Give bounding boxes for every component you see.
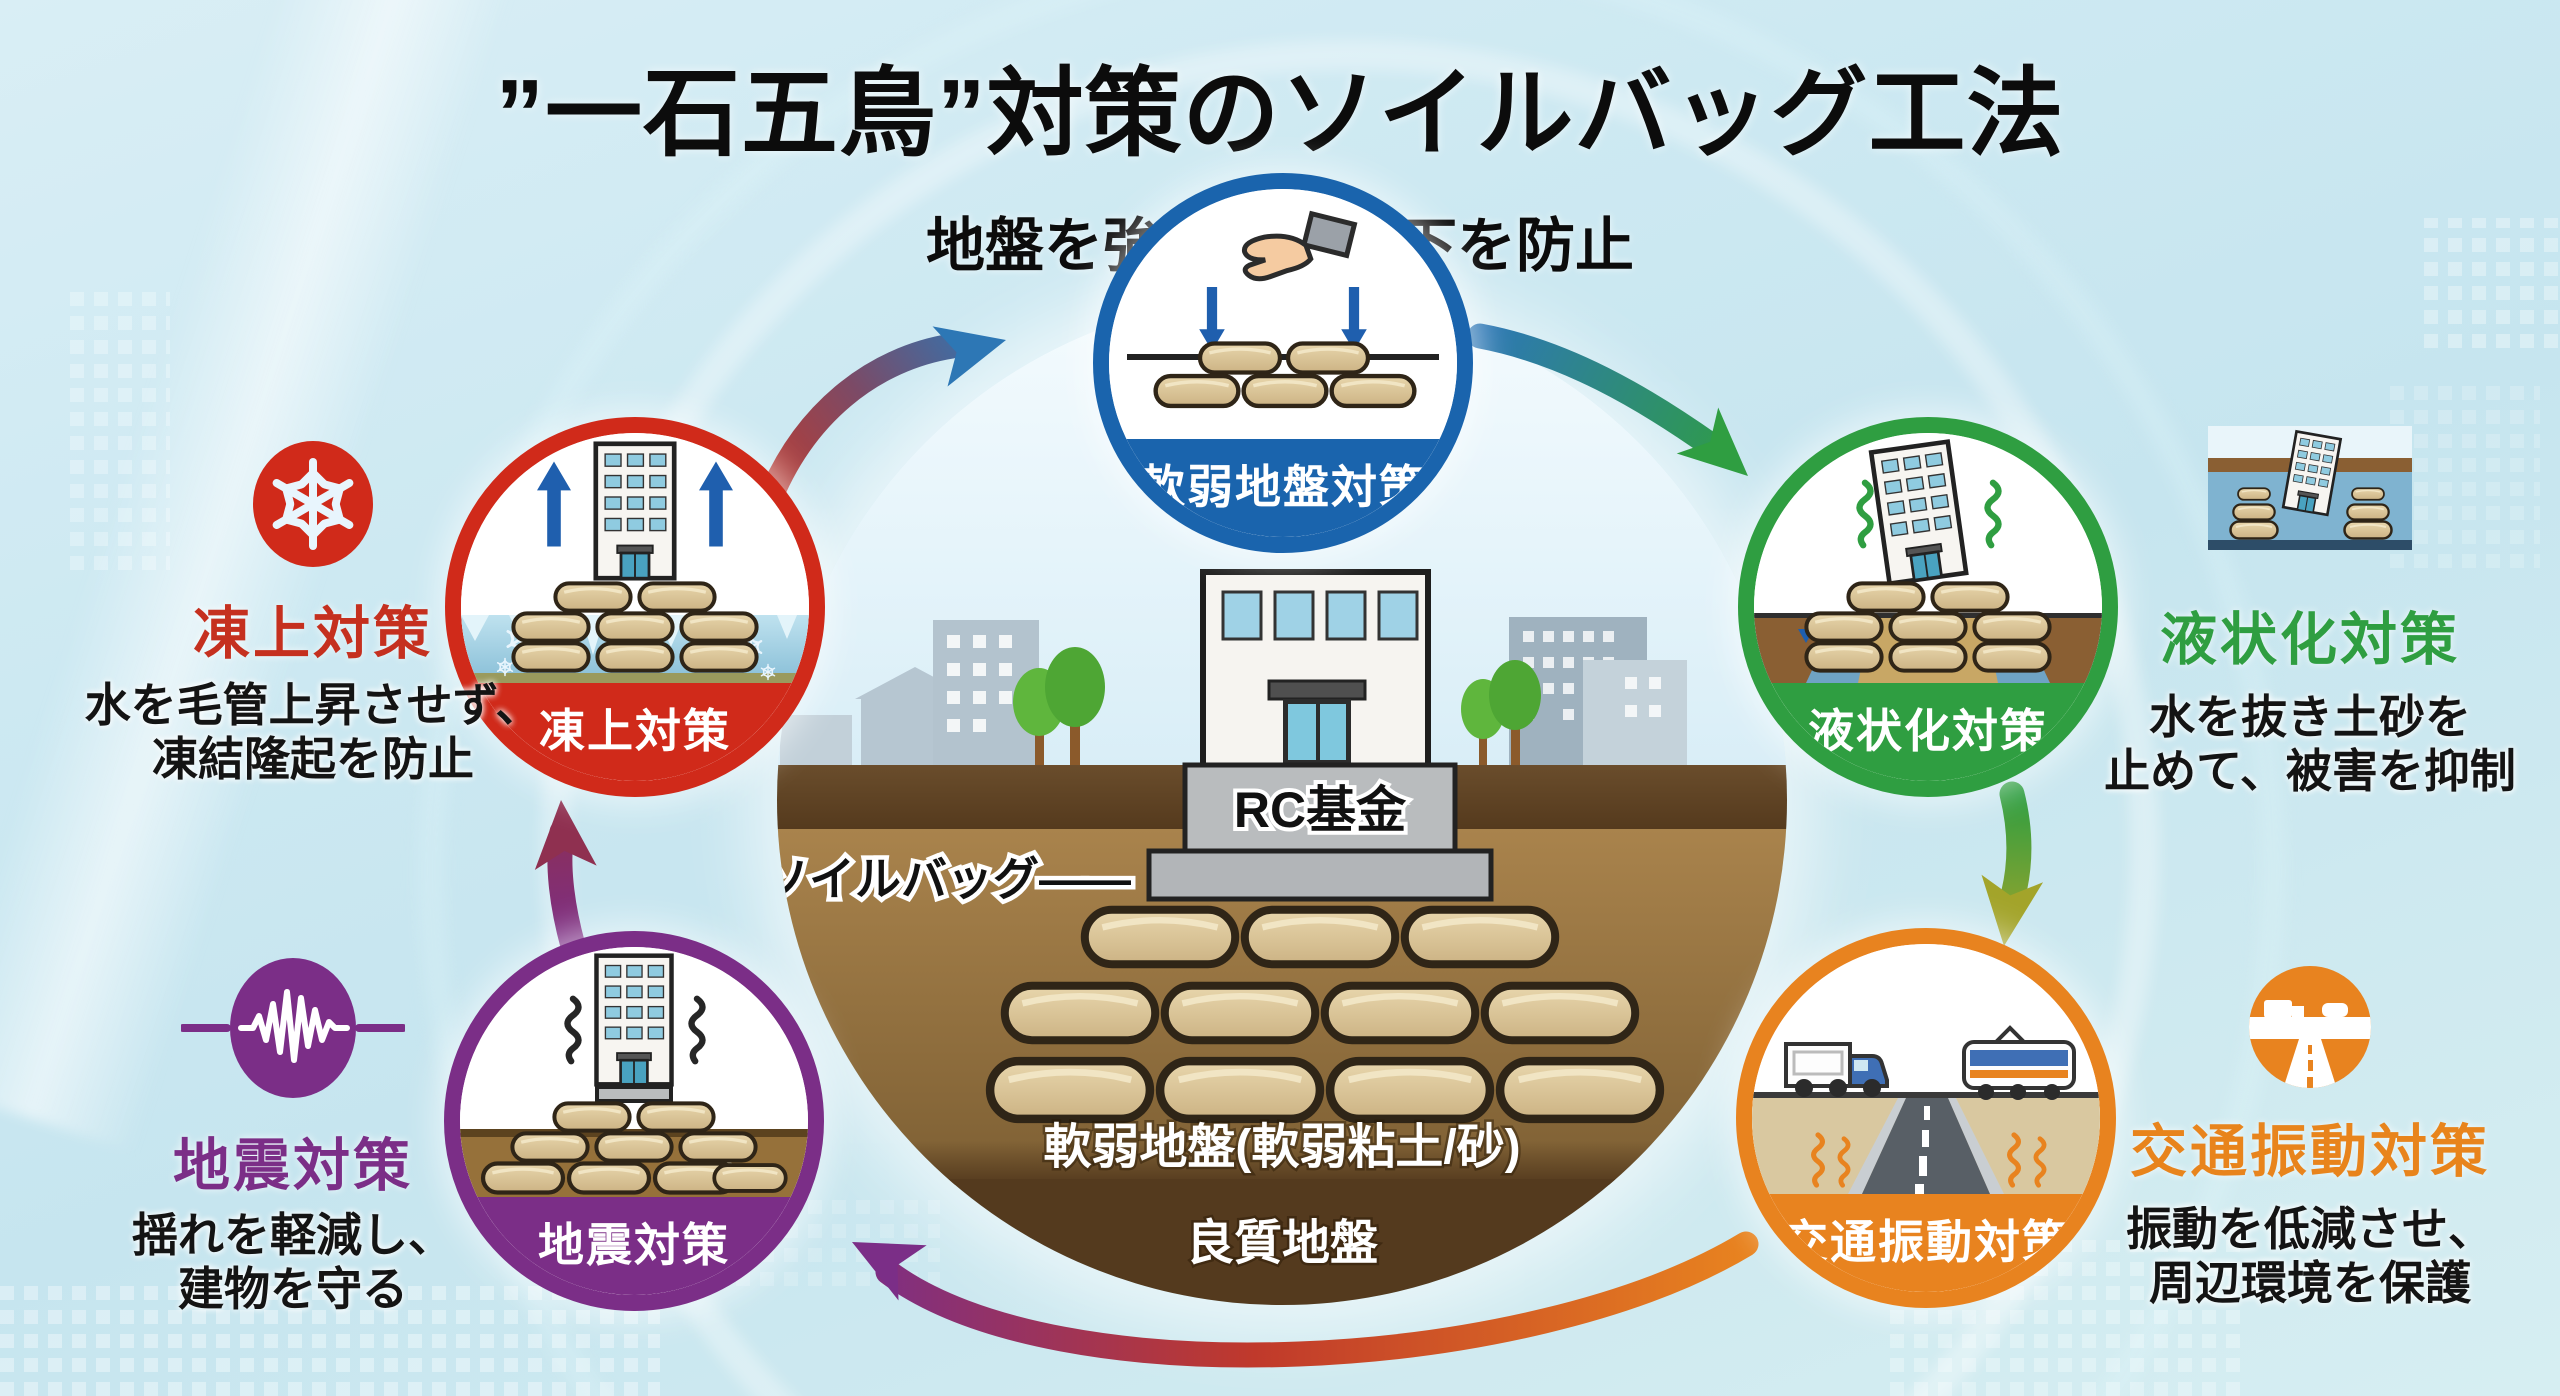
page-title: ”一石五鳥”対策のソイルバッグ工法	[495, 59, 2065, 168]
soft-ground-badge: 軟弱地盤対策	[1093, 173, 1473, 553]
earthquake-heading: 地震対策	[173, 1134, 413, 1198]
liquefaction-mini-icon	[2208, 426, 2412, 550]
building-icon	[596, 956, 671, 1085]
frost-annotation: 凍上対策 水を毛管上昇させず、 凍結隆起を防止	[53, 440, 573, 786]
good-ground-label: 良質地盤	[1186, 1217, 1378, 1270]
earthquake-desc-line1: 揺れを軽減し、	[132, 1209, 454, 1261]
earthquake-annotation: 地震対策 揺れを軽減し、 建物を守る	[33, 952, 553, 1316]
trees	[1013, 647, 1541, 765]
frost-icon-wrap	[53, 440, 573, 568]
train-icon	[1962, 1025, 2076, 1100]
foundation-label: RC基金	[1234, 782, 1407, 838]
rc-foundation: RC基金	[1146, 762, 1494, 902]
liquefaction-icon-wrap	[2050, 424, 2560, 572]
frost-desc-line2: 凍結隆起を防止	[152, 733, 474, 785]
main-building	[1200, 569, 1431, 771]
city-silhouette	[780, 617, 1687, 765]
traffic-desc-line1: 振動を低減させ、	[2126, 1203, 2494, 1255]
traffic-desc-line2: 周辺環境を保護	[2149, 1257, 2471, 1309]
traffic-mini-icon	[2249, 966, 2371, 1088]
frost-badge-label: 凍上対策	[461, 683, 809, 781]
soft-ground-badge-label: 軟弱地盤対策	[1109, 439, 1457, 537]
soilbag-label: ソイルバッグ——	[777, 853, 1131, 905]
frost-desc-line1: 水を毛管上昇させず、	[84, 679, 542, 731]
hand-icon	[1241, 210, 1358, 282]
seismic-wave-icon	[181, 958, 405, 1098]
building-icon	[596, 444, 674, 578]
traffic-badge-label: 交通振動対策	[1752, 1194, 2100, 1292]
snowflake-icon	[253, 441, 373, 567]
truck-icon	[1784, 1042, 1889, 1097]
frost-heading: 凍上対策	[193, 602, 433, 666]
earthquake-icon-wrap	[33, 952, 553, 1104]
earthquake-badge-label: 地震対策	[460, 1197, 808, 1295]
soft-ground-label: 軟弱地盤(軟弱粘土/砂)	[1043, 1121, 1520, 1174]
liquefaction-desc-line2: 止めて、被害を抑制	[2104, 745, 2516, 797]
arrow-earthquake-to-frost	[547, 819, 586, 959]
arrow-liquefaction-to-traffic	[1995, 781, 2032, 925]
traffic-icon-wrap	[2050, 962, 2560, 1092]
traffic-annotation: 交通振動対策 振動を低減させ、 周辺環境を保護	[2050, 962, 2560, 1310]
liquefaction-badge-label: 液状化対策	[1754, 683, 2102, 781]
liquefaction-desc-line1: 水を抜き土砂を	[2149, 691, 2471, 743]
tilted-building-icon	[1871, 442, 1966, 584]
liquefaction-annotation: 液状化対策 水を抜き土砂を 止めて、被害を抑制	[2050, 424, 2560, 798]
earthquake-desc-line2: 建物を守る	[178, 1263, 408, 1315]
traffic-heading: 交通振動対策	[2130, 1120, 2490, 1184]
liquefaction-heading: 液状化対策	[2160, 608, 2460, 672]
road-dashes	[1915, 1106, 1930, 1194]
traffic-badge: 交通振動対策	[1736, 928, 2116, 1308]
